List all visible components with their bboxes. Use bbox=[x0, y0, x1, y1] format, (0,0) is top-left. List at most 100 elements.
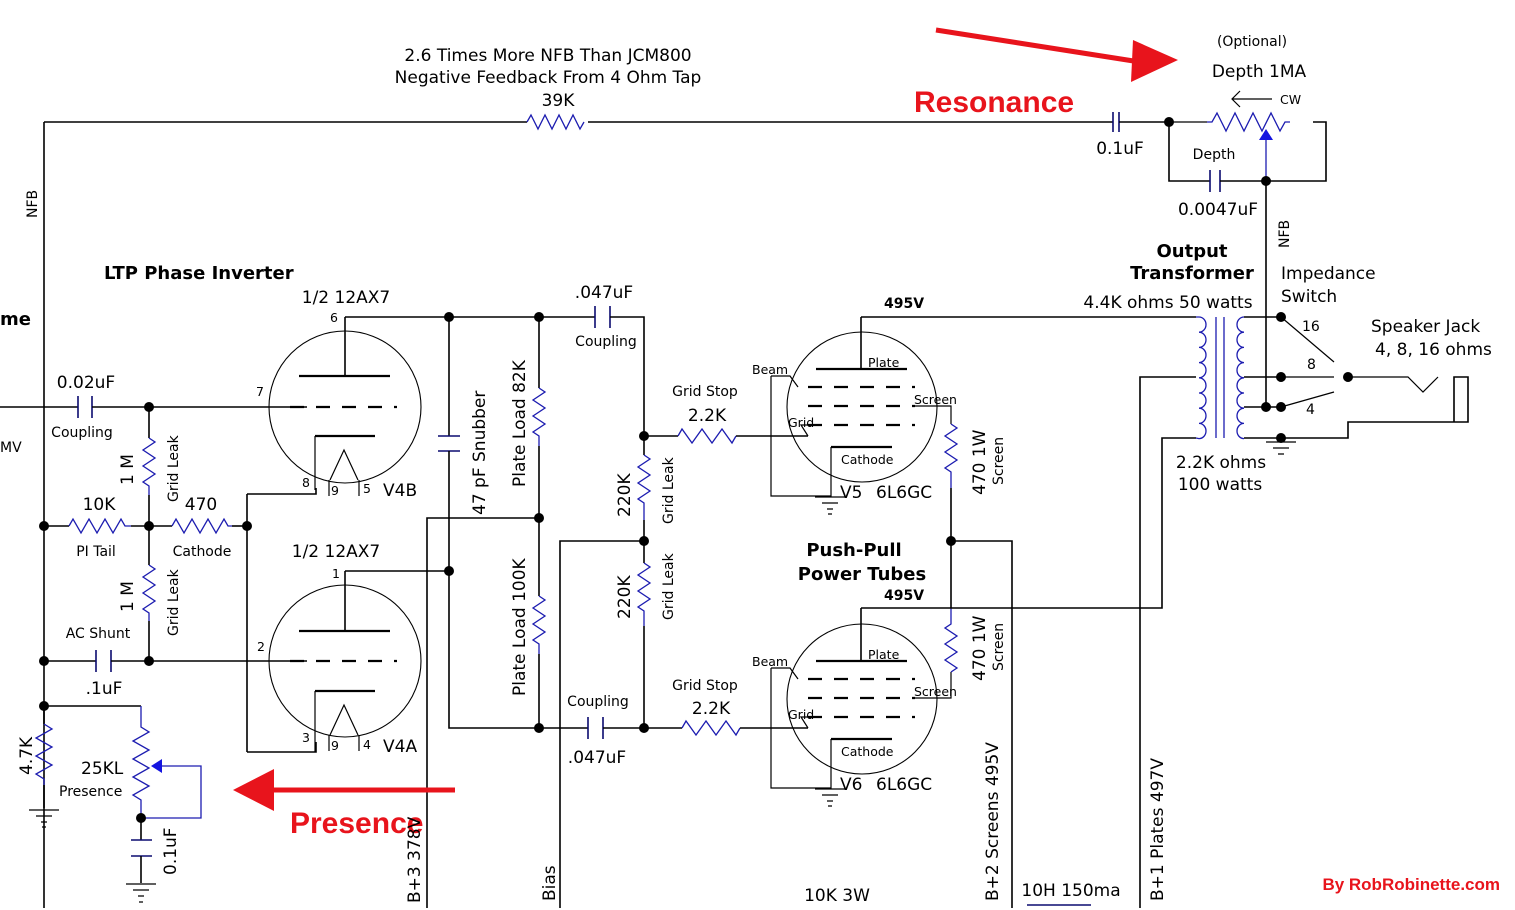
output-transformer-secondary-line1: 2.2K ohms bbox=[1176, 453, 1266, 473]
junction bbox=[1261, 402, 1271, 412]
bias-rail bbox=[559, 540, 644, 908]
speaker-jack-label-line1: Speaker Jack bbox=[1371, 317, 1480, 337]
switch-contact-16[interactable] bbox=[1280, 316, 1335, 363]
grid-leak-bottom-label: Grid Leak bbox=[166, 568, 182, 636]
arrow-shaft bbox=[935, 27, 1141, 65]
tube-envelope bbox=[786, 623, 938, 775]
v6-type: 6L6GC bbox=[876, 775, 932, 795]
b2-rail bbox=[950, 488, 1013, 908]
resonance-arrow-icon bbox=[935, 27, 1178, 82]
v5-name: V5 bbox=[840, 483, 862, 503]
nfb-resistor-label: 39K bbox=[542, 91, 576, 111]
ac-shunt-cap bbox=[95, 650, 112, 672]
v4b-pin-cathode: 8 bbox=[302, 475, 310, 490]
credit-label[interactable]: By RobRobinette.com bbox=[1322, 875, 1500, 894]
grid-leak-top-label: Grid Leak bbox=[166, 434, 182, 502]
resonance-direction: CW bbox=[1280, 92, 1301, 107]
presence-cap-label: 0.1uF bbox=[161, 827, 181, 875]
grid-leak-220k-bottom bbox=[636, 562, 652, 626]
speaker-jack-tip-icon bbox=[1348, 376, 1439, 393]
presence-cap bbox=[131, 839, 152, 857]
wire bbox=[610, 316, 645, 436]
v6-screen-resistor bbox=[943, 608, 959, 673]
pi-tail-value: 10K bbox=[83, 495, 117, 515]
presence-pot-25kl[interactable] bbox=[131, 706, 151, 818]
snubber-cap bbox=[438, 435, 460, 452]
junction bbox=[1164, 117, 1174, 127]
grid-leak-top-resistor bbox=[141, 437, 157, 495]
top-grid-leak-label: Grid Leak bbox=[661, 456, 677, 524]
v4b-pin-plate: 6 bbox=[330, 310, 338, 325]
pi-input-network bbox=[0, 396, 317, 753]
heater-symbol bbox=[328, 703, 360, 751]
depth-pot-1ma[interactable] bbox=[1207, 111, 1290, 133]
mv-label: MV bbox=[0, 440, 22, 456]
top-coupling-label: Coupling bbox=[575, 334, 637, 350]
resonance-wire bbox=[1119, 121, 1210, 182]
coupling-network bbox=[539, 306, 808, 908]
v5-screen-resistor-label: 470 1W bbox=[970, 429, 990, 495]
junction bbox=[639, 723, 649, 733]
nfb-loop bbox=[43, 113, 1113, 908]
impedance-switch-label-line1: Impedance bbox=[1281, 264, 1376, 284]
wire bbox=[448, 451, 539, 729]
secondary-winding bbox=[1236, 316, 1245, 440]
presence-annotation: Presence bbox=[290, 807, 423, 840]
nfb-wire-label-left: NFB bbox=[25, 190, 41, 218]
v5-grid-label: Grid bbox=[788, 415, 814, 430]
v5-screen-resistor bbox=[943, 423, 959, 488]
pot-wiper-arrow-icon[interactable] bbox=[1259, 129, 1273, 140]
speaker-jack[interactable] bbox=[1348, 376, 1439, 393]
b3-rail-label: B+3 378V bbox=[405, 816, 425, 903]
junction bbox=[444, 566, 454, 576]
presence-wiper-arrow-icon[interactable] bbox=[151, 759, 162, 773]
impedance-switch-label-line2: Switch bbox=[1281, 287, 1337, 307]
v4b-pin-heater2: 5 bbox=[363, 481, 371, 496]
cathode-label: Cathode bbox=[173, 544, 232, 560]
v5-screen-resistor-function: Screen bbox=[991, 437, 1007, 485]
bias-rail-label: Bias bbox=[540, 865, 560, 901]
transformer-core bbox=[1215, 317, 1225, 438]
v4a-pin-heater2: 4 bbox=[363, 737, 371, 752]
snubber-label: 47 pF Snubber bbox=[470, 391, 490, 515]
v4a-pin-cathode: 3 bbox=[302, 730, 310, 745]
b3-rail bbox=[426, 517, 539, 908]
cw-arrow-icon bbox=[1231, 90, 1272, 108]
b1-rail bbox=[1139, 376, 1196, 908]
arrow-head bbox=[233, 769, 274, 811]
output-transformer-primary: 4.4K ohms 50 watts bbox=[1083, 293, 1252, 313]
pi-tail-label: PI Tail bbox=[76, 544, 116, 560]
v6-screen-label: Screen bbox=[914, 684, 957, 699]
tap-label-16: 16 bbox=[1302, 319, 1320, 335]
resonance-cap-label: 0.1uF bbox=[1096, 139, 1144, 159]
v4b-pin-heater1: 9 bbox=[331, 483, 339, 498]
top-coupling-cap bbox=[594, 306, 611, 328]
v5-screen-label: Screen bbox=[914, 392, 957, 407]
partial-label: me bbox=[0, 309, 31, 330]
supply-rails bbox=[1027, 376, 1196, 908]
top-grid-stop-resistor bbox=[677, 427, 737, 445]
v4b-name: V4B bbox=[383, 481, 417, 501]
arrow-head bbox=[1131, 40, 1178, 82]
tube-envelope bbox=[786, 331, 938, 483]
junction bbox=[1276, 433, 1286, 443]
power-tubes-title-line2: Power Tubes bbox=[798, 564, 926, 585]
v4b-type: 1/2 12AX7 bbox=[302, 288, 391, 308]
power-tubes-title-line1: Push-Pull bbox=[806, 540, 901, 561]
phase-inverter-title: LTP Phase Inverter bbox=[104, 263, 294, 284]
top-grid-stop-label: Grid Stop bbox=[672, 384, 738, 400]
cathode-wires bbox=[246, 488, 317, 753]
pot-wiper-wire bbox=[141, 765, 202, 819]
presence-resistor-label: 4.7K bbox=[17, 736, 37, 775]
plate-load-bottom-label: Plate Load 100K bbox=[510, 557, 530, 696]
v6-screen-resistor-function: Screen bbox=[991, 623, 1007, 671]
junction bbox=[1261, 176, 1271, 186]
tube-v4a bbox=[268, 570, 449, 752]
switch-contact-4[interactable] bbox=[1280, 391, 1335, 408]
ground-icon bbox=[815, 496, 845, 515]
grid-leak-top-value: 1 M bbox=[118, 454, 138, 485]
nfb-note-line1: 2.6 Times More NFB Than JCM800 bbox=[404, 46, 691, 66]
v5-cathode-label: Cathode bbox=[841, 452, 894, 467]
output-transformer-secondary-line2: 100 watts bbox=[1178, 475, 1263, 495]
resistor-4.7k bbox=[34, 723, 54, 785]
